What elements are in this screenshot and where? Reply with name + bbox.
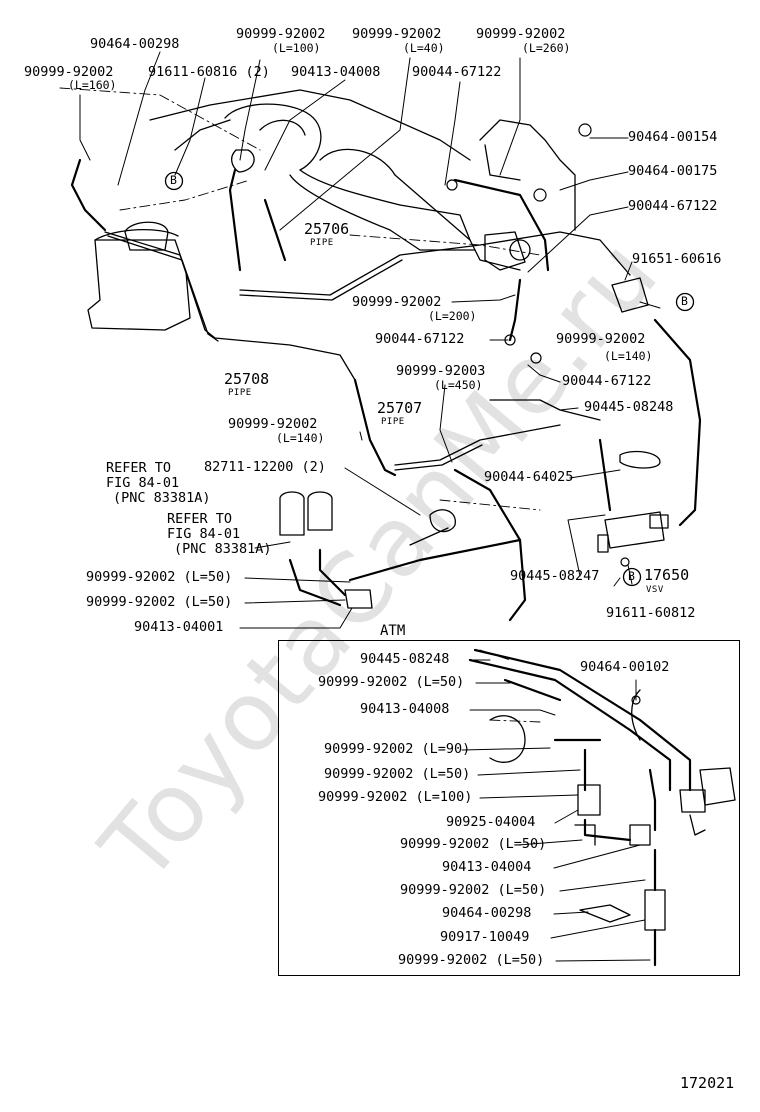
part-label-90445-08247[interactable]: 90445-08247 [510, 568, 600, 584]
atm-part-90999-92002-l50-c[interactable]: 90999-92002 (L=50) [400, 836, 547, 852]
part-label-90044-67122-a[interactable]: 90044-67122 [412, 64, 502, 80]
part-label-90999-92002-l50-b[interactable]: 90999-92002 (L=50) [86, 594, 233, 610]
pipe-caption-25707: PIPE [381, 417, 405, 427]
marker-b-1: B [170, 173, 177, 187]
pipe-number-25706[interactable]: 25706 [304, 220, 350, 238]
marker-b-2: B [681, 294, 688, 308]
part-length-l260: (L=260) [522, 41, 571, 55]
atm-part-90464-00298[interactable]: 90464-00298 [442, 905, 532, 921]
part-label-90999-92002-l100[interactable]: 90999-92002 [236, 26, 326, 42]
part-label-90044-64025[interactable]: 90044-64025 [484, 469, 574, 485]
part-label-90044-67122-b[interactable]: 90044-67122 [628, 198, 718, 214]
part-length-l40: (L=40) [403, 41, 445, 55]
components [124, 149, 736, 931]
pipe-number-25707[interactable]: 25707 [377, 399, 423, 417]
atm-section-title: ATM [380, 623, 406, 639]
part-label-90999-92002-l50-a[interactable]: 90999-92002 (L=50) [86, 569, 233, 585]
refer-note-2-line2: FIG 84-01 [167, 526, 241, 542]
part-label-90044-67122-c[interactable]: 90044-67122 [375, 331, 465, 347]
atm-part-90925-04004[interactable]: 90925-04004 [446, 814, 536, 830]
part-label-90413-04001[interactable]: 90413-04001 [134, 619, 224, 635]
part-label-82711-12200[interactable]: 82711-12200 (2) [204, 459, 326, 475]
atm-part-90999-92002-l50-e[interactable]: 90999-92002 (L=50) [398, 952, 545, 968]
atm-part-90464-00102[interactable]: 90464-00102 [580, 659, 670, 675]
refer-note-1-line2: FIG 84-01 [106, 475, 180, 491]
pipe-caption-25706: PIPE [310, 238, 334, 248]
atm-part-90999-92002-l50-d[interactable]: 90999-92002 (L=50) [400, 882, 547, 898]
marker-circles [164, 171, 695, 587]
part-label-90445-08248[interactable]: 90445-08248 [584, 399, 674, 415]
pipe-runs [104, 231, 631, 471]
atm-detail-box [278, 640, 740, 976]
part-label-90464-00154[interactable]: 90464-00154 [628, 129, 718, 145]
marker-b-3: B [628, 569, 635, 583]
atm-part-90917-10049[interactable]: 90917-10049 [440, 929, 530, 945]
leader-lines [79, 51, 661, 962]
part-length-l140-a: (L=140) [604, 349, 653, 363]
refer-note-1-line3: (PNC 83381A) [113, 490, 211, 506]
part-label-90464-00175[interactable]: 90464-00175 [628, 163, 718, 179]
part-label-90999-92002-l160[interactable]: 90999-92002 [24, 64, 114, 80]
engine-outline [87, 89, 576, 331]
part-length-l450: (L=450) [434, 378, 483, 392]
atm-part-90413-04008[interactable]: 90413-04008 [360, 701, 450, 717]
part-label-91651-60616[interactable]: 91651-60616 [632, 251, 722, 267]
part-label-90999-92003[interactable]: 90999-92003 [396, 363, 486, 379]
clamps [446, 123, 641, 705]
part-label-90464-00298[interactable]: 90464-00298 [90, 36, 180, 52]
refer-note-2-line1: REFER TO [167, 511, 233, 527]
atm-part-90413-04004[interactable]: 90413-04004 [442, 859, 532, 875]
part-label-90999-92002-l200[interactable]: 90999-92002 [352, 294, 442, 310]
vsv-part-number[interactable]: 17650 [644, 566, 690, 584]
part-label-90999-92002-l140-b[interactable]: 90999-92002 [228, 416, 318, 432]
part-label-90999-92002-l260[interactable]: 90999-92002 [476, 26, 566, 42]
part-label-90999-92002-l40[interactable]: 90999-92002 [352, 26, 442, 42]
part-label-90413-04008[interactable]: 90413-04008 [291, 64, 381, 80]
part-label-90044-67122-d[interactable]: 90044-67122 [562, 373, 652, 389]
refer-note-2-line3: (PNC 83381A) [174, 541, 272, 557]
part-length-l200: (L=200) [428, 309, 477, 323]
diagram-number: 172021 [680, 1074, 735, 1092]
atm-part-90999-92002-l100[interactable]: 90999-92002 (L=100) [318, 789, 473, 805]
part-label-91611-60812[interactable]: 91611-60812 [606, 605, 696, 621]
pipe-number-25708[interactable]: 25708 [224, 370, 270, 388]
part-label-91611-60816[interactable]: 91611-60816 (2) [148, 64, 270, 80]
part-label-90999-92002-l140-a[interactable]: 90999-92002 [556, 331, 646, 347]
part-length-l100: (L=100) [272, 41, 321, 55]
part-length-l140-b: (L=140) [276, 431, 325, 445]
vsv-caption: VSV [646, 585, 664, 595]
part-length-l160: (L=160) [68, 78, 117, 92]
atm-part-90445-08248[interactable]: 90445-08248 [360, 651, 450, 667]
atm-part-90999-92002-l90[interactable]: 90999-92002 (L=90) [324, 741, 471, 757]
atm-part-90999-92002-l50-b[interactable]: 90999-92002 (L=50) [324, 766, 471, 782]
refer-note-1-line1: REFER TO [106, 460, 172, 476]
atm-part-90999-92002-l50-a[interactable]: 90999-92002 (L=50) [318, 674, 465, 690]
pipe-caption-25708: PIPE [228, 388, 252, 398]
